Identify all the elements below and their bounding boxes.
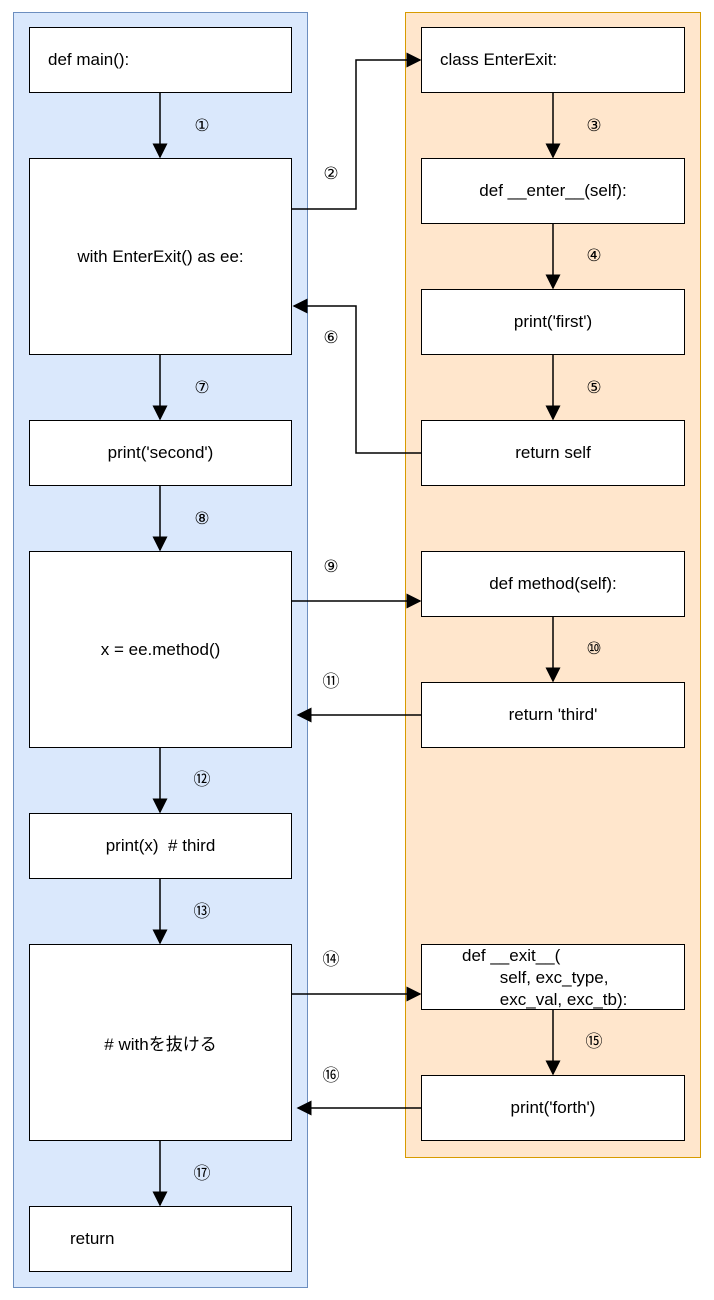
print-first-label: print('first') — [513, 312, 593, 331]
print-second-box: print('second') — [29, 420, 292, 486]
with-statement-box: with EnterExit() as ee: — [29, 158, 292, 355]
method-def-label: def method(self): — [489, 574, 617, 593]
return-self-box: return self — [421, 420, 685, 486]
step-16-label: ⑯ — [322, 1066, 340, 1085]
print-x-box: print(x) # third — [29, 813, 292, 879]
main-def-label: def main(): — [48, 50, 130, 69]
main-def-box: def main(): — [29, 27, 292, 93]
step-13-label: ⑬ — [193, 902, 211, 921]
class-def-label: class EnterExit: — [440, 50, 558, 69]
class-def-box: class EnterExit: — [421, 27, 685, 93]
return-label: return — [70, 1229, 115, 1248]
step-8-label: ⑧ — [194, 509, 210, 528]
step-5-label: ⑤ — [586, 378, 602, 397]
print-first-box: print('first') — [421, 289, 685, 355]
step-3-label: ③ — [586, 116, 602, 135]
exit-def-label: def __exit__( self, exc_type, exc_val, e… — [462, 946, 628, 1009]
step-15-label: ⑮ — [585, 1032, 603, 1051]
step-2-label: ② — [323, 164, 339, 183]
return-third-label: return 'third' — [508, 705, 598, 724]
step-1-label: ① — [194, 116, 210, 135]
step-6-label: ⑥ — [323, 328, 339, 347]
step-7-label: ⑦ — [194, 378, 210, 397]
step-14-label: ⑭ — [322, 950, 340, 969]
print-forth-label: print('forth') — [510, 1098, 596, 1117]
with-statement-label: with EnterExit() as ee: — [77, 246, 244, 266]
exit-with-label: # withを抜ける — [104, 1035, 217, 1054]
step-4-label: ④ — [586, 246, 602, 265]
step-9-label: ⑨ — [323, 557, 339, 576]
return-third-box: return 'third' — [421, 682, 685, 748]
step-12-label: ⑫ — [193, 770, 211, 789]
print-x-label: print(x) # third — [105, 836, 216, 855]
exit-def-box: def __exit__( self, exc_type, exc_val, e… — [421, 944, 685, 1010]
step-10-label: ⑩ — [586, 639, 602, 658]
print-second-label: print('second') — [107, 443, 214, 462]
arrow-2 — [292, 52, 422, 210]
enter-def-label: def __enter__(self): — [479, 181, 627, 200]
method-call-box: x = ee.method() — [29, 551, 292, 748]
return-box: return — [29, 1206, 292, 1272]
enter-def-box: def __enter__(self): — [421, 158, 685, 224]
exit-with-box: # withを抜ける — [29, 944, 292, 1141]
method-call-label: x = ee.method() — [100, 639, 221, 659]
method-def-box: def method(self): — [421, 551, 685, 617]
arrow-6 — [292, 298, 421, 454]
print-forth-box: print('forth') — [421, 1075, 685, 1141]
step-11-label: ⑪ — [322, 672, 340, 691]
step-17-label: ⑰ — [193, 1164, 211, 1183]
return-self-label: return self — [515, 443, 591, 462]
